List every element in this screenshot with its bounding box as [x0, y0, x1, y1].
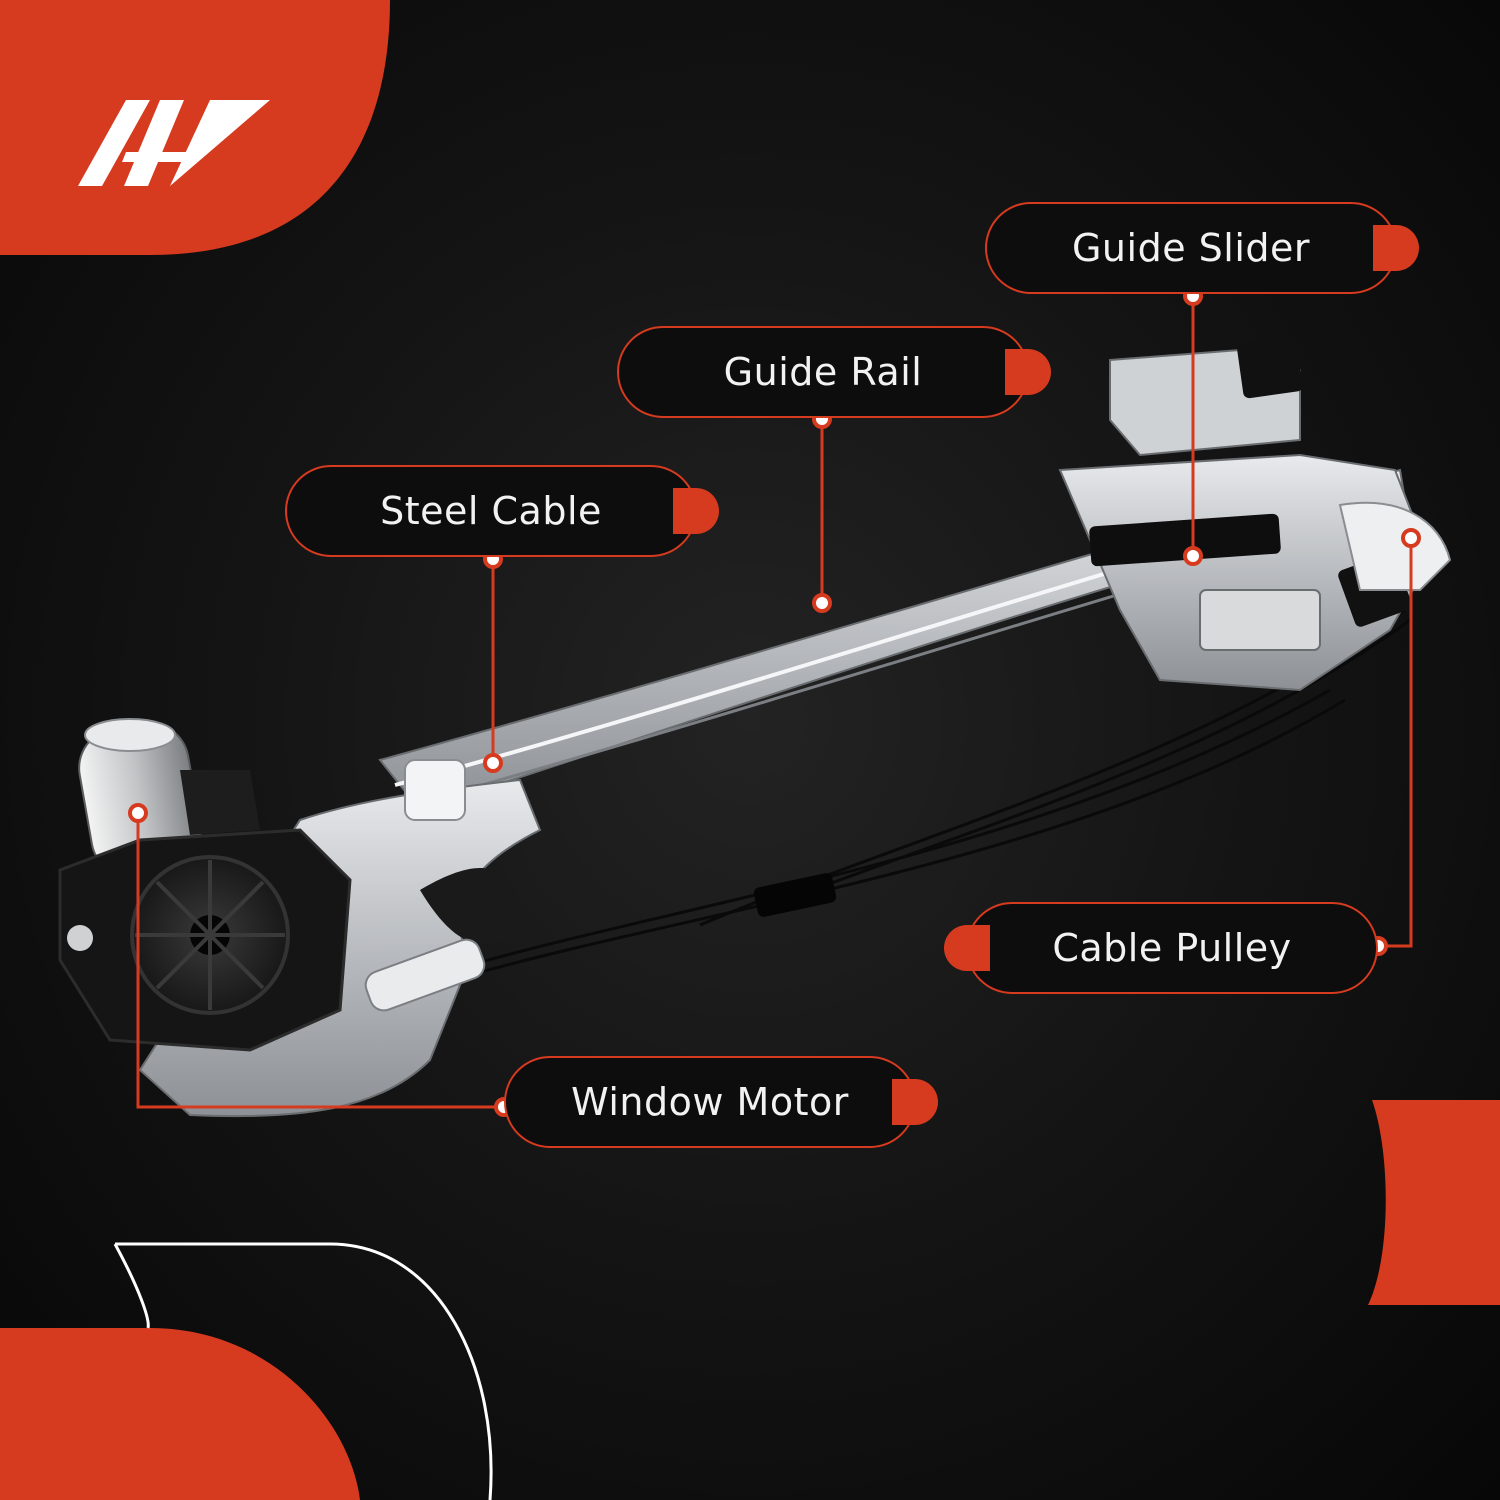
corner-shape-top-left [0, 0, 390, 255]
callout-tab [1005, 349, 1051, 395]
callout-guide-slider-label: Guide Slider [1071, 226, 1311, 270]
callout-window-motor-label: Window Motor [571, 1080, 849, 1124]
corner-shape-right [1368, 1100, 1500, 1305]
callout-cable-pulley: Cable Pulley [944, 902, 1378, 994]
callout-guide-rail-label: Guide Rail [723, 350, 923, 394]
dot-steel-cable-bottom [483, 753, 503, 773]
corner-outline-bottom-left-2 [113, 1243, 150, 1329]
leader-cable-pulley [1378, 538, 1413, 948]
callout-tab [944, 925, 990, 971]
callout-steel-cable: Steel Cable [285, 465, 719, 557]
callout-cable-pulley-label: Cable Pulley [1052, 926, 1292, 970]
cable-sleeve [753, 873, 837, 917]
dot-cable-pulley-part [1401, 528, 1421, 548]
leader-window-motor [136, 813, 504, 1109]
callout-tab [892, 1079, 938, 1125]
callout-tab [673, 488, 719, 534]
corner-outline-bottom-left [115, 1242, 493, 1500]
dot-guide-slider-bottom [1183, 546, 1203, 566]
bracket-cutout [420, 867, 520, 945]
callout-guide-rail: Guide Rail [617, 326, 1051, 418]
corner-shape-bottom-left [0, 1328, 360, 1500]
ap-logo-icon [78, 100, 270, 186]
callout-window-motor: Window Motor [504, 1056, 938, 1148]
window-motor-shape [58, 718, 352, 1052]
callout-guide-slider: Guide Slider [985, 202, 1419, 294]
lower-cable-clip [364, 938, 486, 1012]
steel-cable-guide-block [404, 759, 466, 821]
dot-guide-rail-bottom [812, 593, 832, 613]
guide-slider-shape [1058, 336, 1452, 692]
dot-window-motor-part [128, 803, 148, 823]
callout-steel-cable-label: Steel Cable [380, 489, 602, 533]
callout-tab [1373, 225, 1419, 271]
